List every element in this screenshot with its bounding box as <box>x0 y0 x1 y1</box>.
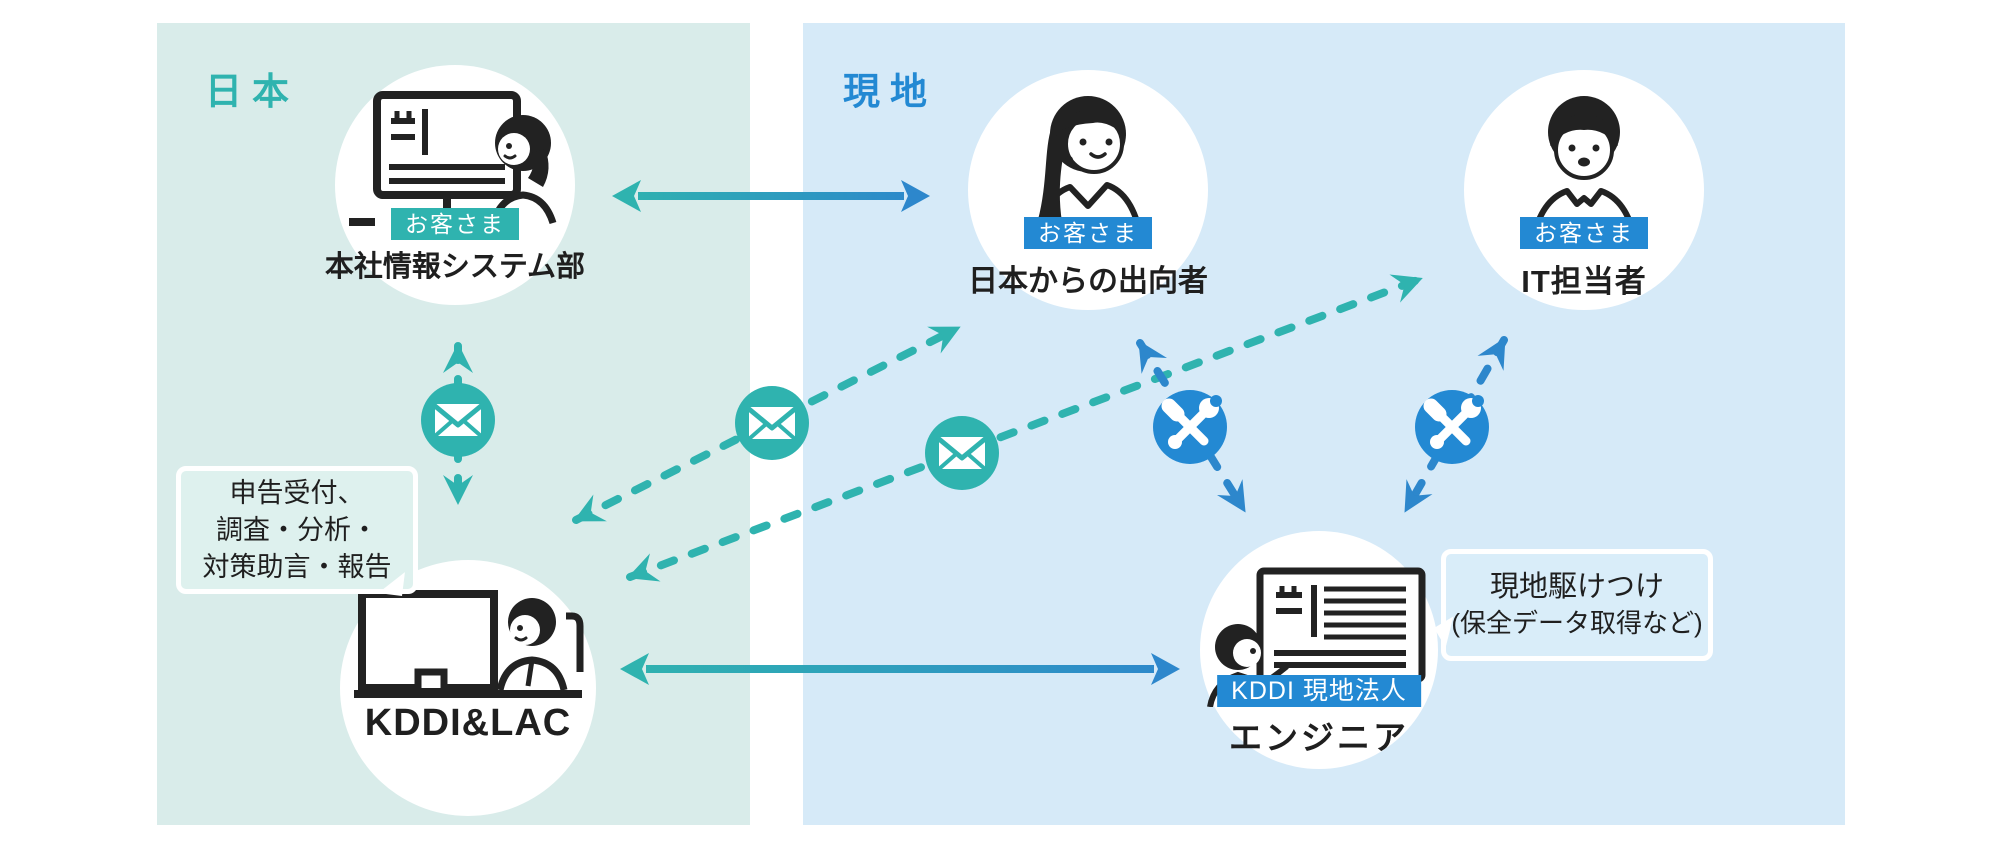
desk-operator-icon <box>354 590 584 698</box>
node-label-headquarters: 本社情報システム部 <box>324 251 586 283</box>
customer-badge: お客さま <box>1024 217 1152 249</box>
node-it-staff: お客さま IT担当者 <box>1464 70 1704 310</box>
bubble-line: 調査・分析・ <box>216 514 378 545</box>
customer-badge: お客さま <box>391 208 519 240</box>
node-label-expat: 日本からの出向者 <box>968 265 1208 298</box>
kddi-lac-services-bubble: 申告受付、 調査・分析・ 対策助言・報告 <box>176 466 418 594</box>
node-label-kddi-lac: KDDI&LAC <box>364 702 572 744</box>
node-engineer: KDDI 現地法人 エンジニア <box>1200 531 1438 769</box>
customer-badge: お客さま <box>1520 217 1648 249</box>
bubble-line: (保全データ取得など) <box>1451 608 1703 638</box>
japan-panel-title: 日本 <box>205 71 299 112</box>
bubble-line: 現地駆けつけ <box>1489 571 1664 603</box>
bubble-line: 対策助言・報告 <box>202 551 392 582</box>
node-headquarters: お客さま 本社情報システム部 <box>325 65 585 305</box>
node-kddi-lac: KDDI&LAC <box>340 560 596 816</box>
onsite-response-bubble: 現地駆けつけ (保全データ取得など) <box>1441 549 1713 661</box>
kddi-local-badge: KDDI 現地法人 <box>1217 675 1421 707</box>
local-panel-title: 現地 <box>843 71 937 112</box>
node-label-it-staff: IT担当者 <box>1521 264 1647 299</box>
node-expat: お客さま 日本からの出向者 <box>968 70 1208 310</box>
monitor-operator-icon <box>349 91 557 226</box>
bubble-line: 申告受付、 <box>229 477 365 508</box>
node-label-engineer: エンジニア <box>1229 719 1409 756</box>
